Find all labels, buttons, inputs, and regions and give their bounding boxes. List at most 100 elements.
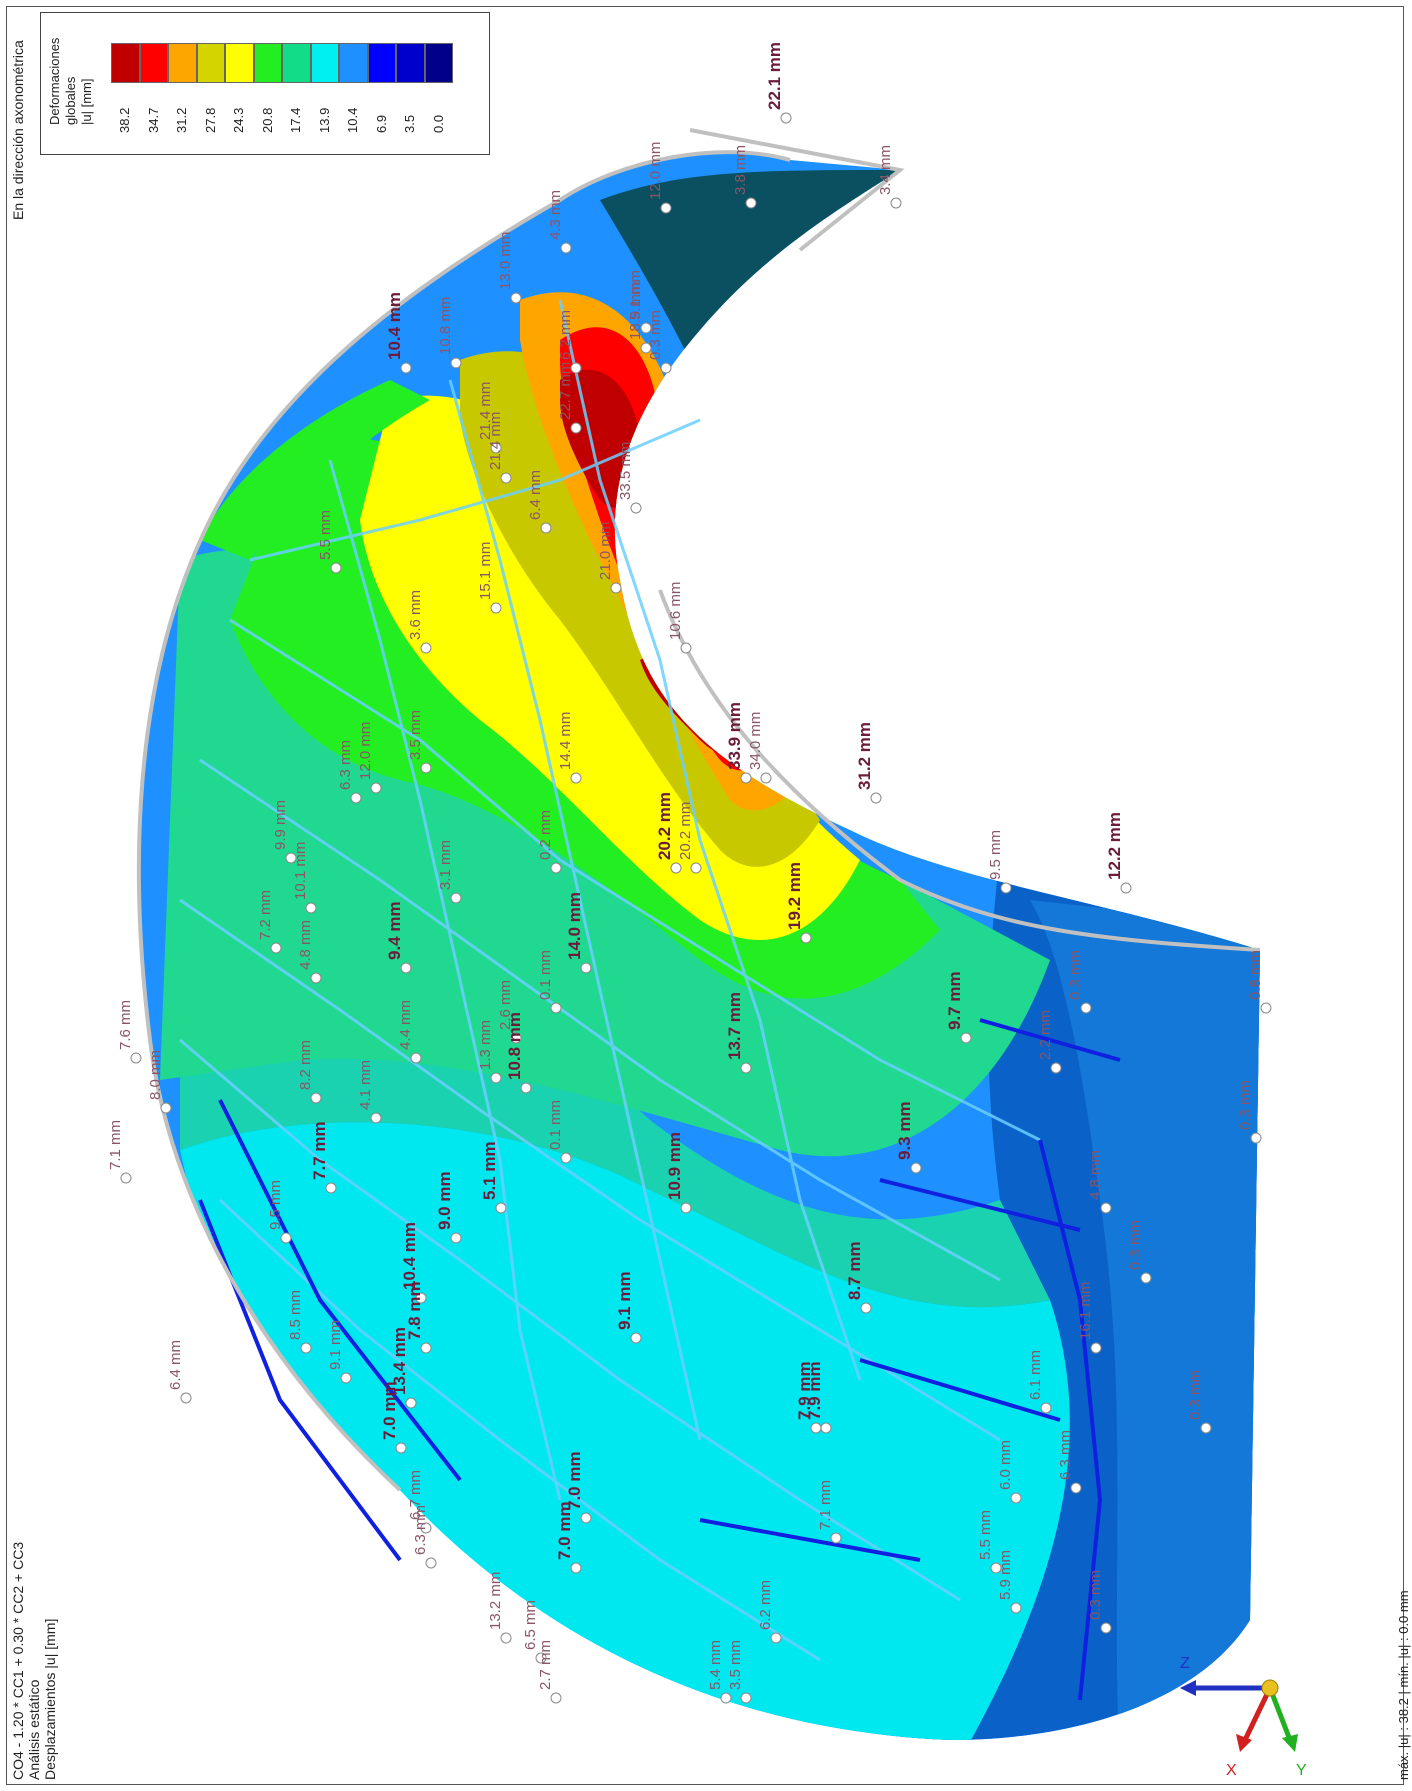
displacement-value-label: 15.1 mm	[477, 542, 494, 600]
node-marker	[495, 1202, 507, 1214]
node-marker	[310, 1092, 322, 1104]
displacement-value-label: 6.4 mm	[527, 470, 544, 520]
node-marker	[770, 1632, 782, 1644]
displacement-value-label: 4.1 mm	[357, 1060, 374, 1110]
x-axis-label: X	[1226, 1762, 1237, 1779]
node-marker	[1040, 1402, 1052, 1414]
displacement-value-label: 10.4 mm	[385, 292, 404, 360]
node-marker	[860, 1302, 872, 1314]
node-marker	[550, 1692, 562, 1704]
node-marker	[1260, 1002, 1272, 1014]
node-marker	[660, 202, 672, 214]
node-marker	[1120, 882, 1132, 894]
node-marker	[450, 892, 462, 904]
legend-swatch	[168, 43, 197, 83]
node-marker	[400, 362, 412, 374]
displacement-value-label: 0.2 mm	[537, 810, 554, 860]
node-marker	[415, 1292, 427, 1304]
node-marker	[500, 1632, 512, 1644]
displacement-value-label: 21.0 mm	[597, 522, 614, 580]
displacement-value-label: 0.1 mm	[547, 1100, 564, 1150]
node-marker	[550, 862, 562, 874]
node-marker	[670, 862, 682, 874]
node-marker	[760, 772, 772, 784]
node-marker	[800, 932, 812, 944]
displacement-value-label: 3.5 mm	[407, 710, 424, 760]
legend-swatch	[225, 43, 254, 83]
triad-origin	[1261, 1679, 1279, 1697]
node-marker	[1250, 1132, 1262, 1144]
displacement-value-label: 9.1 mm	[327, 1320, 344, 1370]
node-marker	[510, 1032, 522, 1044]
node-marker	[130, 1052, 142, 1064]
node-marker	[540, 522, 552, 534]
node-marker	[300, 1342, 312, 1354]
node-markers	[120, 112, 1272, 1704]
node-marker	[680, 642, 692, 654]
node-marker	[640, 322, 652, 334]
displacement-value-label: 21.4 mm	[477, 382, 494, 440]
displacement-value-label: 0.3 mm	[1127, 1220, 1144, 1270]
displacement-value-label: 4.8 mm	[1087, 1150, 1104, 1200]
node-marker	[870, 792, 882, 804]
displacement-value-label: 7.1 mm	[817, 1480, 834, 1530]
displacement-value-label: 18.9 mm	[627, 282, 644, 340]
displacement-value-label: 19.2 mm	[785, 862, 804, 930]
node-marker	[285, 852, 297, 864]
displacement-value-label: 4.4 mm	[397, 1000, 414, 1050]
node-marker	[680, 1202, 692, 1214]
node-marker	[890, 197, 902, 209]
node-marker	[610, 582, 622, 594]
displacement-value-label: 33.9 mm	[725, 702, 744, 770]
displacement-value-label: 0.3 mm	[1187, 1370, 1204, 1420]
node-marker	[740, 772, 752, 784]
node-marker	[490, 442, 502, 454]
node-marker	[1100, 1202, 1112, 1214]
displacement-value-label: 14.4 mm	[557, 712, 574, 770]
node-marker	[310, 972, 322, 984]
node-marker	[325, 1182, 337, 1194]
displacement-value-label: 7.6 mm	[117, 1000, 134, 1050]
displacement-value-label: 13.0 mm	[497, 232, 514, 290]
node-marker	[1070, 1482, 1082, 1494]
displacement-value-label: 8.7 mm	[845, 1241, 864, 1300]
displacement-value-label: 7.9 mm	[805, 1361, 824, 1420]
displacement-value-label: 9.7 mm	[945, 971, 964, 1030]
displacement-value-label: 10.4 mm	[400, 1222, 419, 1290]
node-marker	[180, 1392, 192, 1404]
node-marker	[490, 1072, 502, 1084]
legend-swatch	[396, 43, 425, 83]
node-marker	[640, 342, 652, 354]
displacement-value-label: 5.1 mm	[480, 1141, 499, 1200]
displacement-value-label: 7.7 mm	[310, 1121, 329, 1180]
displacement-value-label: 5.5 mm	[317, 510, 334, 560]
displacement-value-label: 10.8 mm	[505, 1012, 524, 1080]
legend-swatch	[196, 43, 225, 83]
displacement-value-label: 12.0 mm	[357, 722, 374, 780]
displacement-value-label: 8.5 mm	[287, 1290, 304, 1340]
node-marker	[510, 292, 522, 304]
node-marker	[550, 1002, 562, 1014]
displacement-value-label: 22.1 mm	[765, 42, 784, 110]
node-marker	[420, 642, 432, 654]
displacement-value-label: 20.2 mm	[677, 802, 694, 860]
displacement-value-label: 13.4 mm	[390, 1327, 409, 1395]
legend-swatch	[139, 43, 168, 83]
node-marker	[420, 1342, 432, 1354]
node-marker	[960, 1032, 972, 1044]
displacement-value-label: 3.6 mm	[407, 590, 424, 640]
node-marker	[740, 1692, 752, 1704]
displacement-value-label: 7.8 mm	[405, 1281, 424, 1340]
node-marker	[740, 1062, 752, 1074]
node-marker	[560, 242, 572, 254]
node-marker	[450, 357, 462, 369]
node-marker	[400, 962, 412, 974]
node-marker	[570, 1562, 582, 1574]
node-marker	[370, 782, 382, 794]
z-axis-arrowhead	[1180, 1680, 1196, 1696]
node-marker	[1100, 1622, 1112, 1634]
displacement-value-label: 31.2 mm	[855, 722, 874, 790]
node-marker	[560, 1152, 572, 1164]
node-marker	[810, 1422, 822, 1434]
